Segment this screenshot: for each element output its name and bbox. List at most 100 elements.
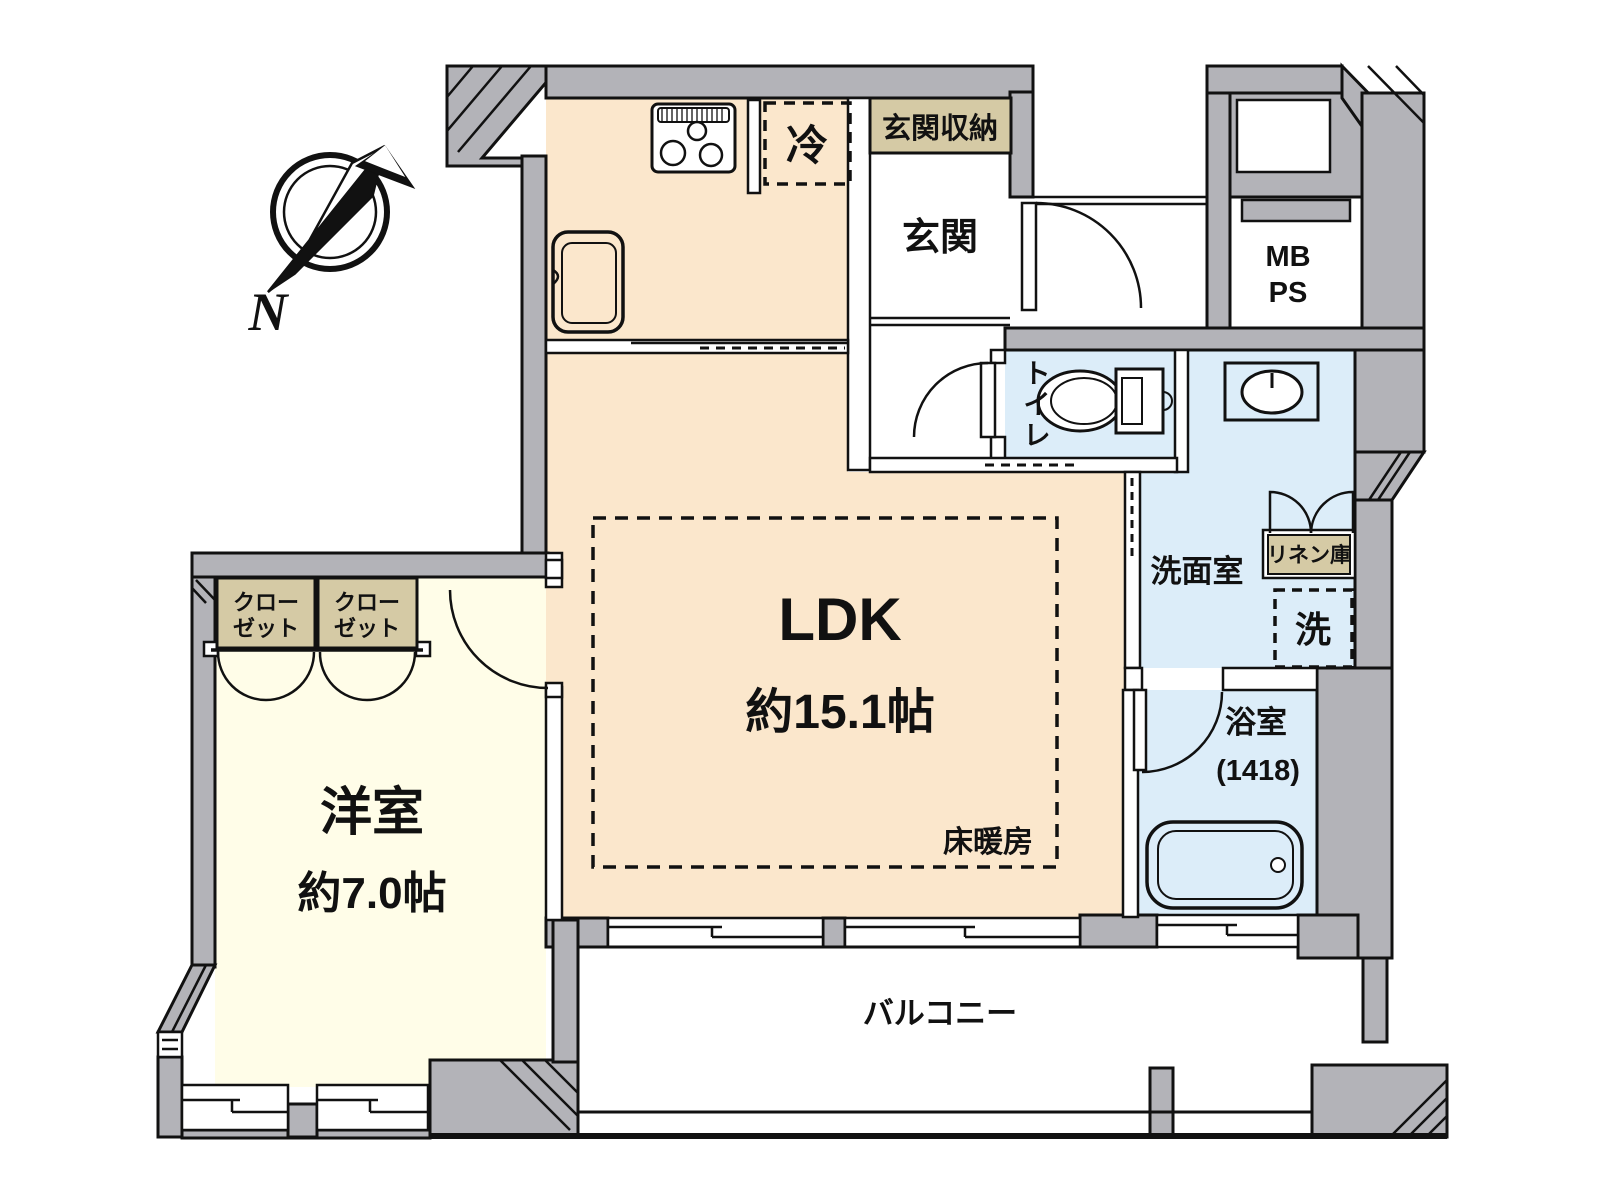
closet1-box: [215, 576, 317, 650]
bath-door-arc: [1141, 691, 1224, 774]
ldk-label: LDK: [778, 586, 901, 653]
toilet-door-arc: [912, 361, 989, 438]
washbasin-icon: [1223, 361, 1320, 422]
wall-right-jog: [1353, 450, 1427, 502]
entrance-step: [870, 316, 1010, 327]
wall-right-upper: [1360, 91, 1426, 352]
wall-right-stub-lower: [1361, 956, 1389, 1044]
wall-win-stub-right: [1078, 913, 1159, 949]
mbps-shaft: [1235, 98, 1332, 174]
balcony-partition-stub: [1148, 1066, 1175, 1137]
wall-bath-top-left: [1123, 666, 1144, 692]
meter-box-label: MB: [1265, 241, 1310, 273]
washroom-label: 洗面室: [1151, 554, 1244, 589]
floor-heating-label: 床暖房: [943, 826, 1033, 859]
wall-western-top: [190, 551, 550, 579]
compass-needle-head-inner: [365, 145, 406, 178]
closet1-label-line2: ゼット: [233, 616, 299, 641]
glazing-ldk-a: [608, 925, 823, 939]
linen-door-arc-right: [1309, 490, 1355, 534]
wall-right-mid: [1353, 498, 1394, 670]
room-fills: [215, 98, 1355, 1087]
floor-heating-box: [591, 516, 1059, 869]
wall-bath-top-right: [1221, 666, 1319, 692]
western-side-window: [156, 1030, 184, 1059]
closet2-box: [316, 576, 419, 650]
wall-toilet-left-upper: [989, 348, 1007, 365]
wall-entrance-left: [846, 96, 872, 472]
front-door-leaf: [1020, 201, 1038, 312]
entrance-label: 玄関: [902, 217, 978, 259]
doors: [448, 201, 1224, 774]
wall-western-left-lower: [156, 1055, 184, 1139]
closet-arc-4: [366, 651, 417, 702]
wall-kitchen-stub: [746, 98, 762, 195]
western-window-b: [315, 1083, 430, 1132]
wall-western-jog: [155, 963, 218, 1034]
wall-balcony-left-stub: [551, 918, 580, 1064]
toilet-door-leaf: [979, 361, 997, 439]
front-door-arc: [1035, 201, 1143, 309]
refrigerator-label: 冷: [786, 122, 828, 169]
pipe-space-label: PS: [1269, 277, 1308, 309]
washer-label: 洗: [1295, 609, 1331, 650]
linen-label: リネン庫: [1267, 543, 1351, 567]
openings-windows: [156, 338, 1300, 1132]
balcony-label: バルコニー: [863, 996, 1017, 1031]
toilet-label-char2: イ: [1024, 390, 1051, 420]
entrance-storage-box: [868, 96, 1013, 155]
ldk-floor: [546, 342, 1125, 920]
compass-icon: [267, 144, 416, 293]
storage-areas: [215, 96, 1357, 650]
glazing-ldk-b: [845, 925, 1080, 939]
wall-right-washroom: [1353, 348, 1426, 454]
bathroom-floor: [1138, 690, 1317, 917]
bath-door-leaf: [1132, 688, 1148, 772]
glazing-western-b: [317, 1098, 428, 1114]
glazing-western-a: [182, 1098, 288, 1114]
compass-n-label: N: [248, 282, 290, 342]
entrance-storage-label: 玄関収納: [882, 111, 998, 145]
window-glazing-lines: [162, 195, 1447, 1139]
glazing-bath: [1157, 923, 1298, 937]
closet1-label-line1: クロー: [233, 590, 299, 615]
wall-entrance-stub: [1008, 90, 1035, 199]
western-room-floor: [215, 577, 546, 1087]
glazing-western-side: [162, 1038, 178, 1051]
toilet-label-char3: レ: [1024, 421, 1051, 451]
bathroom-size-label: (1418): [1216, 755, 1300, 787]
wall-washroom-left: [1123, 470, 1142, 670]
closet-arc-2: [265, 651, 316, 702]
wall-kitchen-left: [520, 154, 548, 555]
closet2-label-line2: ゼット: [334, 616, 400, 641]
western-room-size-label: 約7.0帖: [297, 869, 446, 918]
ldk-window-b: [843, 916, 1082, 949]
stove-icon: [650, 102, 737, 174]
toilet-label-char1: ト: [1024, 359, 1051, 389]
closet-arc-1: [216, 651, 267, 702]
doorjamb-western-top: [544, 558, 564, 580]
entrance-threshold: [1033, 195, 1207, 206]
bathtub-icon: [1145, 820, 1304, 910]
wall-right-bath: [1315, 666, 1394, 960]
closet-doors: [211, 490, 1355, 702]
wall-top: [544, 64, 1035, 100]
linen-box: [1267, 534, 1351, 575]
dashed-symbols: [591, 101, 1354, 869]
wall-chamfer-topleft: [445, 64, 564, 168]
doorjamb-western-bottom: [544, 681, 564, 699]
wall-western-win-mullion: [286, 1102, 319, 1139]
wall-bathwin-right: [1296, 913, 1360, 960]
wall-hatching: [170, 65, 1448, 1138]
closet2-label-line1: クロー: [334, 590, 400, 615]
wall-western-left: [190, 575, 217, 969]
wall-toilet-right: [1173, 348, 1190, 474]
western-window-a: [180, 1083, 290, 1132]
mbps-divider-bar: [1240, 198, 1352, 223]
washer-box: [1273, 588, 1354, 669]
bathroom-label: 浴室: [1225, 705, 1287, 740]
wall-western-ldk-lower: [544, 685, 564, 922]
wall-win-mullion: [821, 916, 847, 949]
sink-icon: [551, 230, 625, 334]
